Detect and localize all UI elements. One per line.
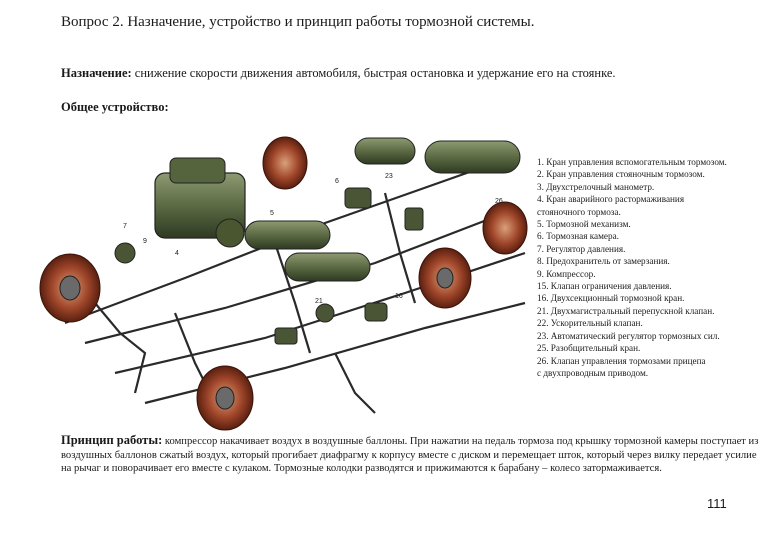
legend-item: 25. Разобщительный кран. — [537, 343, 641, 354]
svg-text:23: 23 — [385, 173, 393, 180]
legend-item: 23. Автоматический регулятор тормозных с… — [537, 330, 720, 341]
legend-item: 2. Кран управления стояночным тормозом. — [537, 169, 705, 180]
legend-item: 5. Тормозной механизм. — [537, 219, 631, 230]
svg-text:26: 26 — [495, 198, 503, 205]
principle-text: компрессор накачивает воздух в воздушные… — [61, 436, 759, 474]
page-number: 111 — [707, 496, 727, 511]
compressor-block — [154, 157, 246, 248]
purpose-paragraph: Назначение: снижение скорости движения а… — [61, 66, 761, 81]
svg-text:16: 16 — [395, 293, 403, 300]
legend-item: 26. Клапан управления тормозами прицепа — [537, 355, 706, 366]
brake-system-diagram: 7 9 4 5 6 23 21 16 26 — [39, 136, 528, 431]
legend-item: 9. Компрессор. — [537, 268, 596, 279]
svg-text:5: 5 — [270, 210, 274, 217]
legend-item: 8. Предохранитель от замерзания. — [537, 256, 670, 267]
legend-item: с двухпроводным приводом. — [537, 367, 649, 378]
legend-item: 1. Кран управления вспомогательным тормо… — [537, 157, 727, 167]
valves — [114, 187, 424, 345]
legend-item: стояночного тормоза. — [537, 206, 621, 217]
legend-item: 4. Кран аварийного растормаживания — [537, 194, 685, 205]
svg-text:6: 6 — [335, 178, 339, 185]
legend-item: 15. Клапан ограничения давления. — [537, 281, 672, 292]
purpose-text: снижение скорости движения автомобиля, б… — [131, 66, 616, 80]
legend-item: 16. Двухсекционный тормозной кран. — [537, 293, 685, 304]
general-heading: Общее устройство: — [61, 100, 169, 114]
legend-item: 21. Двухмагистральный перепускной клапан… — [537, 305, 715, 316]
svg-text:4: 4 — [175, 250, 179, 257]
air-tanks — [244, 137, 521, 282]
legend-item: 22. Ускорительный клапан. — [537, 318, 643, 329]
legend-item: 3. Двухстрелочный манометр. — [537, 181, 655, 192]
svg-text:9: 9 — [143, 238, 147, 245]
brake-drums — [39, 136, 528, 431]
svg-text:7: 7 — [123, 223, 127, 230]
purpose-label: Назначение: — [61, 66, 132, 80]
component-legend: 1. Кран управления вспомогательным тормо… — [537, 156, 772, 379]
callout-numbers: 7 9 4 5 6 23 21 16 26 — [123, 173, 503, 305]
principle-label: Принцип работы: — [61, 433, 163, 447]
slide-title: Вопрос 2. Назначение, устройство и принц… — [61, 14, 535, 30]
svg-text:21: 21 — [315, 298, 323, 305]
legend-item: 7. Регулятор давления. — [537, 243, 626, 254]
principle-paragraph: Принцип работы: компрессор накачивает во… — [61, 433, 761, 476]
legend-item: 6. Тормозная камера. — [537, 231, 619, 242]
